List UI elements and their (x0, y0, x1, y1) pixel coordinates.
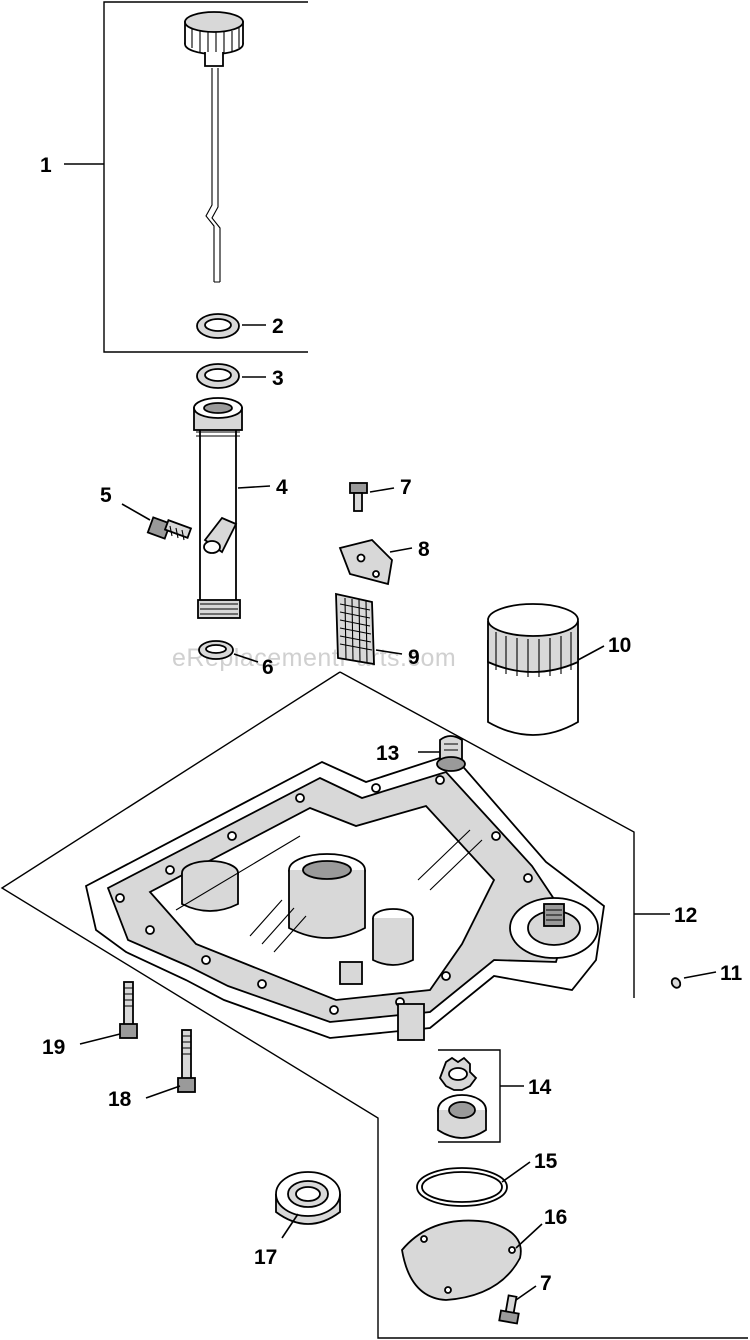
callout-3: 3 (272, 367, 284, 390)
dipstick-part[interactable] (184, 11, 244, 283)
oil-pan-part-12[interactable] (84, 752, 605, 1041)
callout-6: 6 (262, 656, 274, 679)
callout-7-bottom: 7 (540, 1272, 552, 1295)
dipstick-bracket (103, 1, 308, 353)
bolt-holes (115, 775, 533, 1015)
oil-filter-part-10[interactable] (487, 603, 579, 736)
callout-1: 1 (40, 154, 52, 177)
o-ring-part-2[interactable] (196, 313, 240, 339)
callout-12: 12 (674, 904, 697, 927)
dipstick-tube-part[interactable] (193, 397, 243, 619)
o-ring-part-6[interactable] (198, 640, 234, 660)
callout-8: 8 (418, 538, 430, 561)
callout-15: 15 (534, 1150, 558, 1173)
callout-9: 9 (408, 646, 420, 669)
plug-part-11[interactable] (670, 977, 682, 990)
callout-2: 2 (272, 315, 284, 338)
oil-pump-bracket (438, 1049, 501, 1143)
oil-seal-part-17[interactable] (275, 1171, 341, 1225)
leader-lines (64, 163, 717, 1301)
bolt-part-5[interactable] (146, 516, 193, 541)
callout-16: 16 (544, 1206, 567, 1229)
callout-labels: 1 2 3 4 5 6 7 8 9 10 11 12 13 14 15 16 7… (40, 154, 743, 1295)
baffle-part-8[interactable] (338, 539, 393, 586)
callout-13: 13 (376, 742, 399, 765)
callout-18: 18 (108, 1088, 132, 1111)
oil-pan-bracket (0, 671, 748, 1339)
screw-part-7-top[interactable] (349, 482, 368, 512)
callout-5: 5 (100, 484, 112, 507)
o-ring-part-15[interactable] (416, 1167, 508, 1207)
pump-cover-part-16[interactable] (401, 1219, 522, 1301)
callout-14: 14 (528, 1076, 552, 1099)
bolt-part-18[interactable] (177, 1029, 196, 1093)
relief-valve-part-13[interactable] (436, 735, 466, 772)
oil-pump-gears-part-14[interactable] (437, 1056, 487, 1139)
callout-11: 11 (720, 962, 743, 985)
callout-10: 10 (608, 634, 631, 657)
o-ring-part-3[interactable] (196, 363, 240, 389)
callout-17: 17 (254, 1246, 277, 1269)
bolt-part-19[interactable] (119, 981, 138, 1039)
screw-part-7-bottom[interactable] (498, 1294, 520, 1325)
callout-19: 19 (42, 1036, 65, 1059)
callout-4: 4 (276, 476, 288, 499)
screen-part-9[interactable] (335, 592, 375, 666)
callout-7-top: 7 (400, 476, 412, 499)
